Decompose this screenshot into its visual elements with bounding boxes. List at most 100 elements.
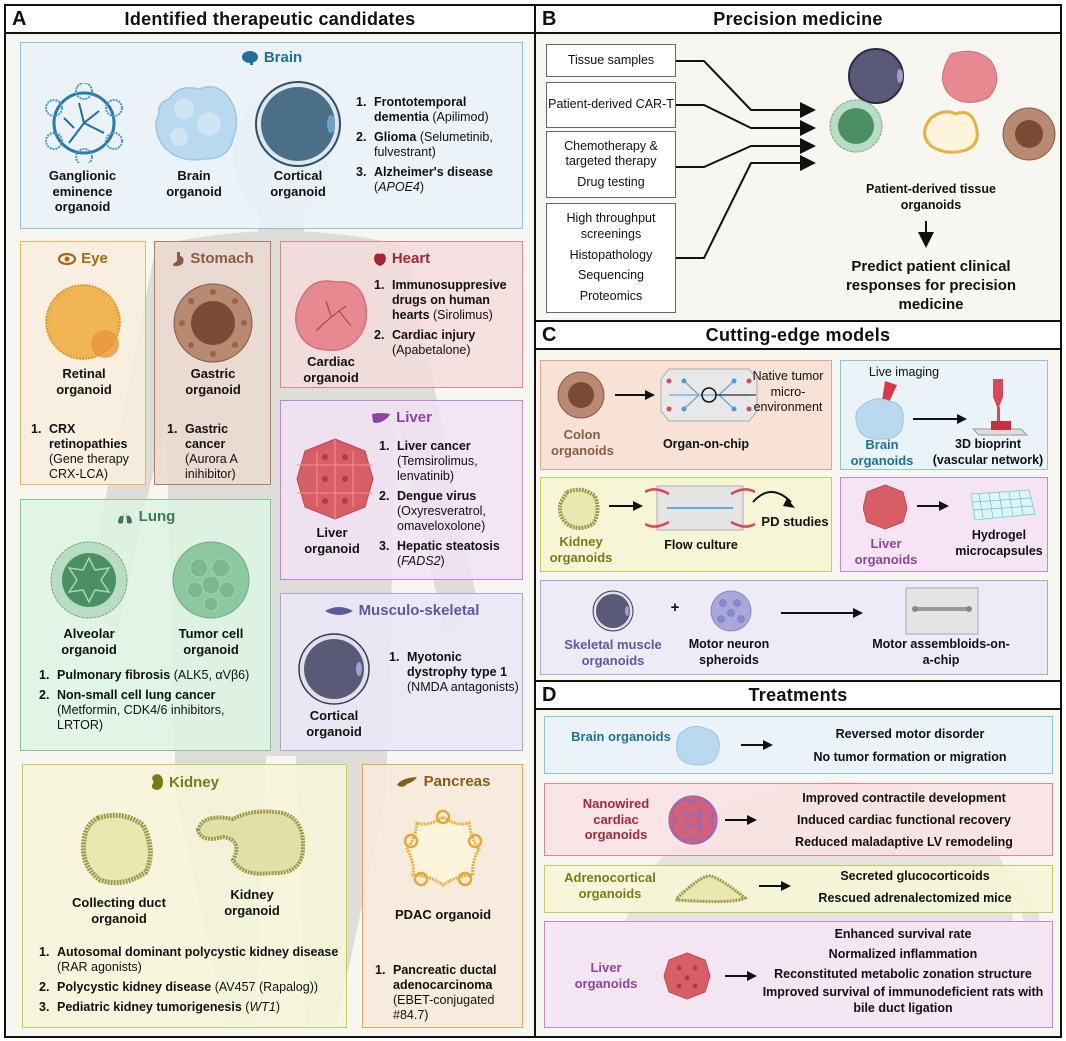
stomach-candidates-list: 1.Gastric cancer (Aurora A inihibitor) <box>167 422 269 487</box>
organoid-label: Kidney organoid <box>224 887 280 918</box>
treatment-outcomes: Secreted glucocorticoids Rescued adrenal… <box>785 866 1045 910</box>
organoid-label: Gastric organoid <box>185 366 241 397</box>
panel-d: D Treatments Brain organoids Reversed mo… <box>534 680 1062 1038</box>
lungs-icon <box>117 510 132 524</box>
panel-letter: B <box>542 8 557 30</box>
adrenocortical-organoid-image <box>675 874 748 904</box>
bioprint-label: 3D bioprint (vascular network) <box>932 437 1044 467</box>
treatment-outcomes: Improved contractile development Induced… <box>759 788 1049 854</box>
treatment-source: Liver organoids <box>574 960 638 991</box>
muscle-model-box: + Skeletal muscle organoids Motor neuron… <box>540 580 1048 675</box>
arrow-icon <box>913 414 967 424</box>
panel-b: B Precision medicine Tissue samples Pati… <box>534 4 1062 322</box>
stomach-box-title: Stomach <box>190 250 254 267</box>
liver-organoids-label: Liver organoids <box>854 536 918 568</box>
patient-organoids-image <box>829 48 1056 161</box>
arrow <box>676 104 816 136</box>
musculo-box: Musculo-skeletal Cortical organoid 1.Myo… <box>280 593 523 751</box>
outcome-item: Normalized inflammation <box>828 947 978 961</box>
musculo-candidates-list: 1.Myotonic dystrophy type 1 (NMDA antago… <box>389 650 519 700</box>
outcome-item: Rescued adrenalectomized mice <box>818 890 1012 905</box>
arrow-icon <box>781 608 863 618</box>
list-item: 1.Autosomal dominant polycystic kidney d… <box>39 945 339 974</box>
list-item: 2.Non-small cell lung cancer (Metformin,… <box>39 688 225 732</box>
live-imaging-label: Live imaging <box>868 365 940 379</box>
heart-box-title: Heart <box>391 250 431 267</box>
retinal-organoid-image <box>45 284 121 360</box>
flow-culture-label: Flow culture <box>664 538 738 552</box>
list-item: 1.Immunosuppresive drugs on human hearts… <box>374 278 507 322</box>
assembloid-chip-image <box>905 587 979 635</box>
panel-c: C Cutting-edge models Native tumor micro… <box>534 320 1062 682</box>
pancreas-icon <box>396 776 417 787</box>
kidney-organoid-image <box>557 487 600 530</box>
kidney-organoids-label: Kidney organoids <box>549 534 613 566</box>
outcome-item: No tumor formation or migration <box>813 750 1007 765</box>
outcome-item: Induced cardiac functional recovery <box>797 812 1011 827</box>
outcome-item: Secreted glucocorticoids <box>840 869 990 883</box>
organ-on-chip-label: Organ-on-chip <box>662 437 750 451</box>
arrow <box>676 60 816 118</box>
arrow-icon <box>615 390 655 400</box>
eye-candidates-list: 1.CRX retinopathies (Gene therapy CRX-LC… <box>31 422 143 487</box>
organoid-label: Ganglionic eminence organoid <box>48 168 117 215</box>
collecting-duct-organoid-image <box>80 812 153 886</box>
outcome-item: Reconstituted metabolic zonation structu… <box>774 967 1032 981</box>
organ-on-chip-image <box>660 368 758 422</box>
treatment-row-liver: Liver organoids Enhanced survival rate N… <box>544 921 1053 1028</box>
list-item: 2.Dengue virus (Oxyresveratrol, omavelox… <box>379 489 486 533</box>
brain-organoid-image <box>155 86 238 161</box>
kidney-box-title: Kidney <box>168 773 219 791</box>
treatment-outcomes: Reversed motor disorder No tumor formati… <box>775 723 1045 769</box>
panel-title: Cutting-edge models <box>705 324 891 345</box>
liver-icon <box>372 412 391 423</box>
tumor-cell-organoid-image <box>172 541 250 619</box>
cortical-organoid-image <box>298 633 370 705</box>
arrow-icon <box>725 971 757 981</box>
list-item: 1.Pancreatic ductal adenocarcinoma (EBET… <box>375 963 497 1022</box>
colon-model-box: Native tumor micro-environment Colon org… <box>540 360 832 470</box>
organoid-label: Tumor cell organoid <box>178 626 244 657</box>
brain-candidates-list: 1.Frontotemporal dementia (Apilimod) 2.G… <box>356 95 521 200</box>
treatment-source: Nanowired cardiac organoids <box>582 796 650 843</box>
ganglionic-eminence-organoid-image <box>45 83 123 163</box>
brain-organoid-image <box>855 398 904 440</box>
outcome-item: Reduced maladaptive LV remodeling <box>795 834 1013 849</box>
pancreas-candidates-list: 1.Pancreatic ductal adenocarcinoma (EBET… <box>375 963 520 1028</box>
kidney-icon <box>151 774 163 790</box>
list-item: 1.Myotonic dystrophy type 1 (NMDA antago… <box>389 650 519 694</box>
colon-organoids-label: Colon organoids <box>551 427 614 459</box>
heart-icon <box>373 253 386 266</box>
lung-box-title: Lung <box>138 508 176 525</box>
precision-outcome-label: Predict patient clinical responses for p… <box>845 258 1017 313</box>
kidney-candidates-list: 1.Autosomal dominant polycystic kidney d… <box>39 945 344 1020</box>
organoid-label: Retinal organoid <box>56 366 112 397</box>
panel-title: Precision medicine <box>713 8 883 29</box>
panel-a-header: A Identified therapeutic candidates <box>6 6 534 34</box>
organoid-label: Alveolar organoid <box>61 626 117 657</box>
organoid-label: Cortical organoid <box>306 708 362 739</box>
muscle-icon <box>324 606 353 615</box>
arrow <box>676 155 816 259</box>
stomach-box: Stomach Gastric organoid 1.Gastric cance… <box>154 241 271 485</box>
organoid-label: Cardiac organoid <box>303 354 359 385</box>
liver-box-title: Liver <box>396 409 432 426</box>
list-item: 1.Liver cancer (Temsirolimus, lenvatinib… <box>379 439 478 483</box>
organoid-label: Collecting duct organoid <box>72 895 166 926</box>
bioprinter-image <box>971 379 1029 436</box>
treatment-source: Brain organoids <box>571 729 671 744</box>
pd-studies-label: PD studies <box>761 514 829 529</box>
panel-letter: A <box>12 8 27 30</box>
lung-box: Lung Alveolar organoid Tumor cell organo… <box>20 499 271 751</box>
lung-candidates-list: 1.Pulmonary fibrosis (ALK5, αVβ6) 2.Non-… <box>39 668 264 738</box>
brain-organoids-label: Brain organoids <box>850 437 914 469</box>
liver-box: Liver Liver organoid 1.Liver cancer (Tem… <box>280 400 523 580</box>
brain-model-box: Live imaging Brain organoids 3D bioprint… <box>840 360 1048 470</box>
list-item: 1.Frontotemporal dementia (Apilimod) <box>356 95 489 124</box>
list-item: 3.Pediatric kidney tumorigenesis (WT1) <box>39 1000 280 1014</box>
callout-label: Native tumor micro-environment <box>752 369 824 415</box>
list-item: 3.Hepatic steatosis (FADS2) <box>379 539 500 568</box>
eye-box-title: Eye <box>81 250 108 267</box>
eye-box: Eye Retinal organoid 1.CRX retinopathies… <box>20 241 146 485</box>
